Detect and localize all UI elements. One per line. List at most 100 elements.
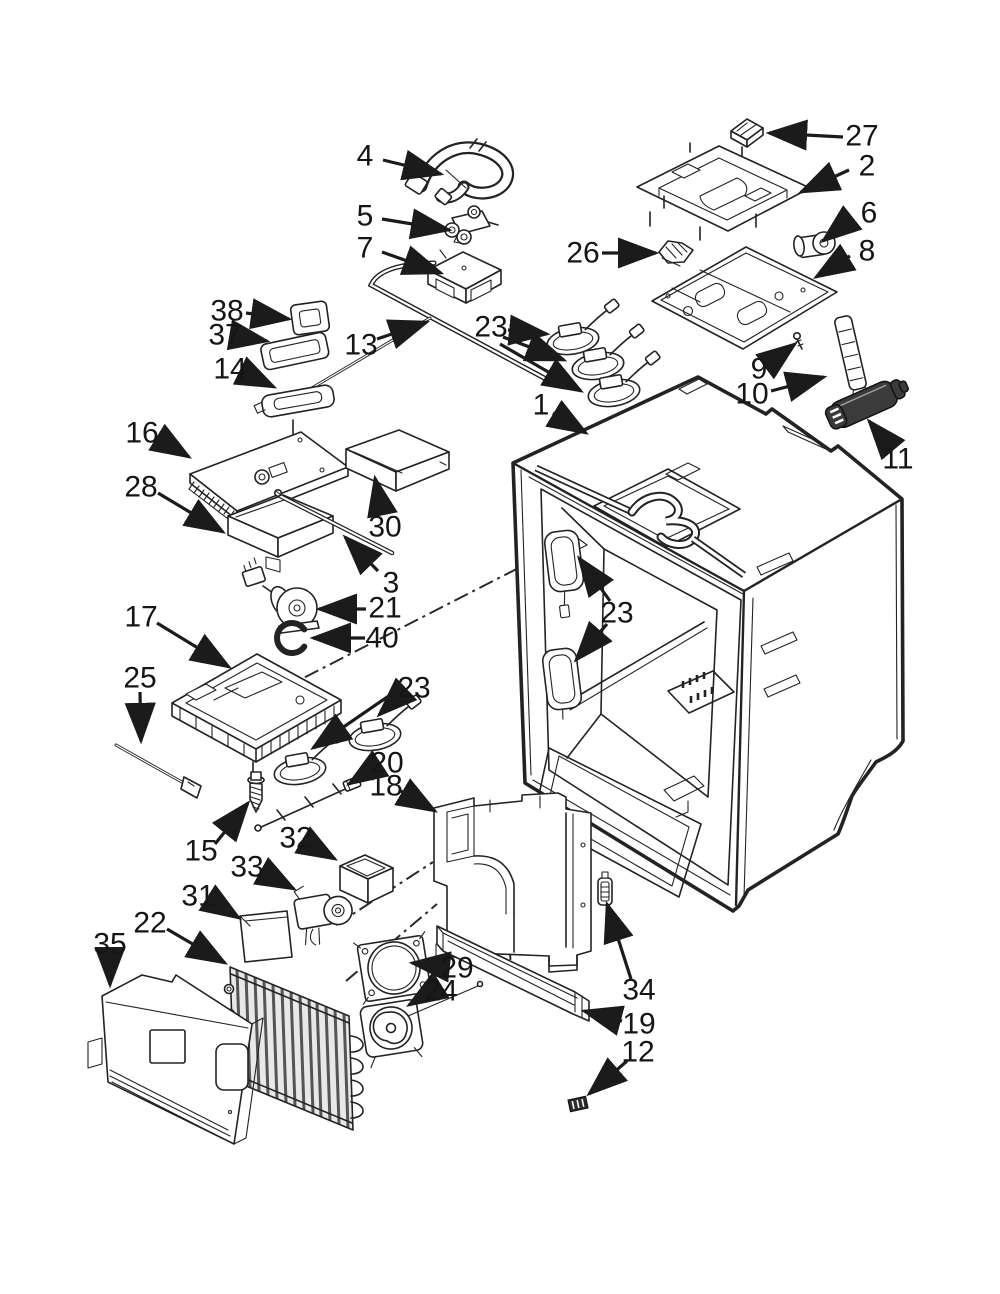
callout-label-23-cab[interactable]: 23 (600, 597, 633, 630)
callout-label-30[interactable]: 30 (368, 511, 401, 544)
part-connector-12 (567, 1095, 589, 1113)
callout-33[interactable]: 33 (230, 851, 298, 891)
part-fan-24 (359, 980, 484, 1069)
leader-arrow-18 (394, 778, 438, 813)
floor-grille-slots (681, 672, 714, 703)
callout-23-mid[interactable]: 23 (310, 672, 431, 750)
callout-16[interactable]: 16 (125, 417, 192, 459)
callout-label-8[interactable]: 8 (859, 235, 876, 268)
callout-32[interactable]: 32 (279, 822, 338, 861)
callout-label-21[interactable]: 21 (368, 592, 401, 625)
callout-label-35[interactable]: 35 (93, 928, 126, 961)
callout-35[interactable]: 35 (93, 928, 127, 989)
callout-label-2[interactable]: 2 (859, 150, 876, 183)
callout-label-4[interactable]: 4 (357, 140, 374, 173)
part-motor-6 (793, 231, 843, 259)
callout-30[interactable]: 30 (367, 474, 402, 544)
callout-28[interactable]: 28 (124, 471, 226, 534)
callout-label-28[interactable]: 28 (124, 471, 157, 504)
callout-11[interactable]: 11 (866, 418, 914, 476)
part-icemaker-frame-2 (636, 142, 811, 241)
callout-31[interactable]: 31 (181, 880, 242, 920)
callout-22[interactable]: 22 (133, 907, 228, 965)
callout-label-10[interactable]: 10 (735, 378, 768, 411)
part-control-box-7 (427, 249, 502, 304)
callout-label-22[interactable]: 22 (133, 907, 166, 940)
callout-label-26[interactable]: 26 (566, 237, 599, 270)
callout-9[interactable]: 9 (751, 341, 798, 386)
callout-label-7[interactable]: 7 (357, 232, 374, 265)
callout-29[interactable]: 29 (408, 951, 474, 985)
part-evaporator-22 (223, 966, 364, 1131)
leader-arrow-23-cab (576, 555, 614, 602)
leader-arrow-25 (124, 691, 156, 745)
callout-7[interactable]: 7 (357, 232, 445, 275)
callout-label-23-top[interactable]: 23 (474, 311, 507, 344)
callout-label-14[interactable]: 14 (213, 353, 246, 386)
callout-6[interactable]: 6 (820, 197, 878, 244)
callout-label-34[interactable]: 34 (622, 974, 655, 1007)
callout-26[interactable]: 26 (566, 237, 660, 270)
callout-label-32[interactable]: 32 (279, 822, 312, 855)
callout-label-37[interactable]: 37 (208, 319, 241, 352)
callout-label-5[interactable]: 5 (357, 200, 374, 233)
callout-label-31[interactable]: 31 (181, 880, 214, 913)
part-bracket-14 (253, 384, 335, 457)
callout-label-38[interactable]: 38 (210, 295, 243, 328)
leader-arrow-24 (406, 971, 450, 1007)
part-bracket-27 (730, 118, 764, 148)
callout-label-27[interactable]: 27 (845, 120, 878, 153)
leader-arrow-7 (381, 245, 445, 275)
callout-37[interactable]: 37 (208, 319, 271, 352)
callout-19[interactable]: 19 (580, 1005, 656, 1041)
callout-label-19[interactable]: 19 (622, 1008, 655, 1041)
callout-5[interactable]: 5 (357, 200, 453, 240)
callout-label-6[interactable]: 6 (861, 197, 878, 230)
part-gasket-37 (260, 331, 330, 371)
callout-label-13[interactable]: 13 (344, 329, 377, 362)
callout-13[interactable]: 13 (344, 319, 431, 362)
callout-4[interactable]: 4 (357, 140, 445, 181)
callout-21[interactable]: 21 (315, 592, 402, 625)
callout-10[interactable]: 10 (735, 371, 828, 411)
callout-label-12[interactable]: 12 (621, 1036, 654, 1069)
leader-arrow-1 (545, 399, 589, 435)
part-water-valve-5 (444, 205, 499, 245)
callout-38[interactable]: 38 (210, 295, 293, 330)
callout-40[interactable]: 40 (309, 622, 399, 655)
callout-label-40[interactable]: 40 (365, 622, 398, 655)
callout-23-cab[interactable]: 23 (573, 555, 634, 663)
callout-label-11[interactable]: 11 (882, 443, 913, 476)
callout-label-15[interactable]: 15 (184, 835, 217, 868)
callout-8[interactable]: 8 (813, 235, 876, 279)
callout-label-17[interactable]: 17 (124, 601, 157, 634)
callout-label-1[interactable]: 1 (533, 389, 550, 422)
callout-label-3[interactable]: 3 (383, 567, 400, 600)
callout-34[interactable]: 34 (603, 900, 656, 1007)
callout-27[interactable]: 27 (765, 119, 879, 153)
callout-20[interactable]: 20 (346, 747, 404, 786)
callout-3[interactable]: 3 (342, 534, 400, 600)
callout-23-top[interactable]: 23 (474, 311, 584, 393)
callout-2[interactable]: 2 (797, 150, 876, 194)
leader-arrow-28 (157, 491, 226, 534)
callout-label-25[interactable]: 25 (123, 662, 156, 695)
callout-12[interactable]: 12 (586, 1036, 655, 1097)
callout-14[interactable]: 14 (213, 353, 278, 389)
callout-label-20[interactable]: 20 (370, 747, 403, 780)
part-module-28 (227, 494, 334, 573)
leader-arrow-4 (382, 149, 445, 181)
callout-15[interactable]: 15 (184, 800, 251, 868)
part-plate-31 (239, 910, 293, 963)
callout-label-29[interactable]: 29 (440, 952, 473, 985)
callout-25[interactable]: 25 (123, 662, 157, 745)
part-sensor-23-b (571, 323, 645, 381)
callout-1[interactable]: 1 (533, 389, 589, 435)
callout-label-9[interactable]: 9 (751, 353, 768, 386)
part-screw-9 (792, 331, 804, 350)
callout-17[interactable]: 17 (124, 601, 232, 669)
callout-label-16[interactable]: 16 (125, 417, 158, 450)
part-tray-17 (171, 653, 342, 794)
callout-label-33[interactable]: 33 (230, 851, 263, 884)
callout-label-23-mid[interactable]: 23 (397, 672, 430, 705)
